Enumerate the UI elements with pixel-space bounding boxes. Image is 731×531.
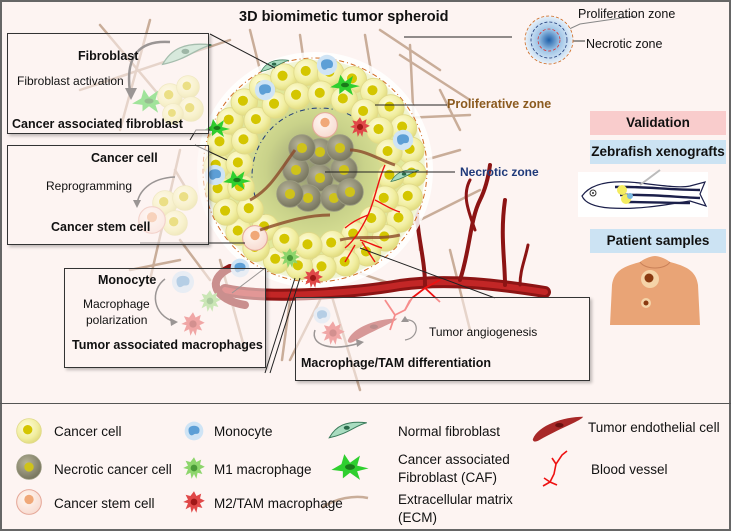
spheroid-cancer-cell xyxy=(307,80,336,109)
spheroid-stem-cell xyxy=(312,112,338,138)
legend-icon-m2 xyxy=(183,491,205,513)
tumor-spheroid xyxy=(197,52,433,288)
spheroid-cancer-cell xyxy=(294,231,323,260)
zone-key-necrotic: Necrotic zone xyxy=(586,37,663,51)
legend-icon-m1 xyxy=(183,457,205,479)
legend-ecm-line1: Extracellular matrix xyxy=(398,492,513,507)
cancer-cell-label: Cancer cell xyxy=(91,151,158,165)
legend-m1-macrophage: M1 macrophage xyxy=(214,462,312,477)
legend-icons xyxy=(16,416,584,515)
legend-icon-fibroblast xyxy=(328,421,368,439)
macrophage-label: Macrophage xyxy=(83,297,150,311)
spheroid-necrotic-cell xyxy=(336,178,364,206)
human-torso-illustration xyxy=(610,256,700,325)
validation-header: Validation xyxy=(590,111,726,135)
spheroid-monocyte xyxy=(392,129,414,151)
spheroid-cancer-cell xyxy=(283,82,312,111)
legend-tumor-endothelial-cell: Tumor endothelial cell xyxy=(588,420,720,435)
monocyte-label: Monocyte xyxy=(98,273,157,287)
spheroid-cancer-cell xyxy=(212,198,241,227)
caf-label: Cancer associated fibroblast xyxy=(12,117,183,131)
macrophage-polarization-panel xyxy=(64,268,266,368)
legend-blood-vessel: Blood vessel xyxy=(591,462,668,477)
legend-cancer-stem-cell: Cancer stem cell xyxy=(54,496,155,511)
legend-icon-endothelial xyxy=(532,416,584,442)
spheroid-necrotic-cell xyxy=(326,134,354,162)
reprogramming-label: Reprogramming xyxy=(46,179,133,193)
legend-caf-line2: Fibroblast (CAF) xyxy=(398,470,498,485)
validation-patient-label: Patient samples xyxy=(590,229,726,253)
legend-icon-stem-cell xyxy=(16,489,42,515)
legend-monocyte: Monocyte xyxy=(214,424,273,439)
legend-icon-cancer-cell xyxy=(16,418,42,444)
angiogenesis-panel xyxy=(295,297,590,381)
legend-icon-caf xyxy=(331,454,369,480)
tam-differentiation-label: Macrophage/TAM differentiation xyxy=(301,356,492,370)
spheroid-monocyte xyxy=(254,79,276,101)
legend-caf-line1: Cancer associated xyxy=(398,452,510,467)
reprogramming-panel xyxy=(7,145,209,245)
zone-key-icon xyxy=(524,15,574,65)
necrotic-zone-label: Necrotic zone xyxy=(460,165,539,179)
spheroid-monocyte xyxy=(316,54,338,76)
legend-ecm-line2: (ECM) xyxy=(398,510,437,525)
spheroid-cancer-cell xyxy=(271,226,300,255)
spheroid-necrotic-cell xyxy=(288,134,316,162)
polarization-label: polarization xyxy=(86,313,148,327)
legend-icon-ecm xyxy=(321,495,369,510)
legend-icon-monocyte xyxy=(184,421,204,441)
legend-cancer-cell: Cancer cell xyxy=(54,424,122,439)
validation-zebrafish-label: Zebrafish xenografts xyxy=(590,140,726,164)
fibroblast-activation-panel xyxy=(7,33,209,134)
legend-normal-fibroblast: Normal fibroblast xyxy=(398,424,501,439)
fibroblast-activation-label: Fibroblast activation xyxy=(17,74,124,88)
legend-necrotic-cancer-cell: Necrotic cancer cell xyxy=(54,462,172,477)
tumor-angiogenesis-label: Tumor angiogenesis xyxy=(429,325,538,339)
tam-label: Tumor associated macrophages xyxy=(72,338,263,352)
proliferative-zone-label: Proliferative zone xyxy=(447,97,552,111)
cancer-stem-cell-label: Cancer stem cell xyxy=(51,220,151,234)
legend-divider xyxy=(0,403,731,404)
legend-m2-macrophage: M2/TAM macrophage xyxy=(214,496,343,511)
spheroid-cancer-cell xyxy=(225,149,254,178)
spheroid-necrotic-cell xyxy=(276,180,304,208)
zone-key-proliferation: Proliferation zone xyxy=(578,7,676,21)
leader-lines xyxy=(140,15,636,374)
legend-icon-vessel xyxy=(542,450,568,487)
figure-title: 3D biomimetic tumor spheroid xyxy=(239,9,449,25)
zebrafish-illustration xyxy=(578,169,708,217)
legend-icon-necrotic-cell xyxy=(16,454,42,480)
fibroblast-label: Fibroblast xyxy=(78,49,139,63)
spheroid-cancer-cell xyxy=(318,229,347,258)
